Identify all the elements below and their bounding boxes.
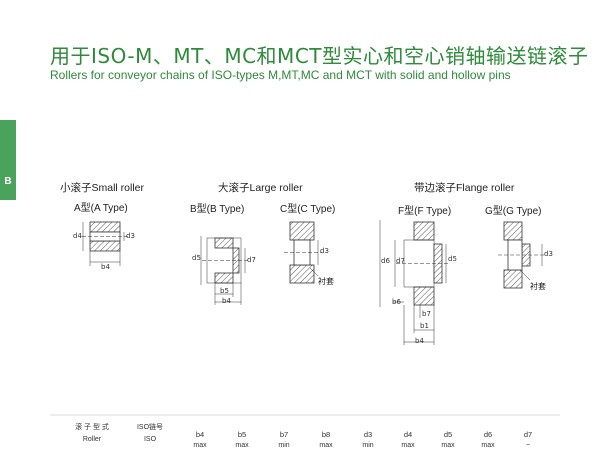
- dim-b1-f: b1: [420, 322, 429, 330]
- bushing-label-c: 衬套: [318, 277, 334, 286]
- table-col-d4: d4: [403, 430, 413, 439]
- type-f-label: F型(F Type): [398, 206, 452, 217]
- dim-b4-a: b4: [101, 263, 110, 271]
- table-col-b8: b8: [321, 430, 331, 439]
- table-col-b7: b7: [279, 430, 289, 439]
- table-col-d3-sub: min: [362, 442, 374, 449]
- dim-d5-b: d5: [192, 254, 201, 262]
- table-header-iso-en: ISO: [143, 436, 157, 443]
- table-col-d5: d5: [443, 430, 453, 439]
- dim-b7-f: b7: [422, 310, 431, 318]
- table-col-d7: d7: [523, 430, 533, 439]
- table-col-d7-sub: ~: [525, 442, 531, 449]
- table-col-b8-sub: max: [319, 442, 333, 449]
- dim-b4-b: b4: [222, 297, 231, 305]
- type-a-drawing: [82, 221, 128, 266]
- table-header-roller-en: Roller: [82, 436, 102, 443]
- dim-b4-f: b4: [415, 337, 424, 345]
- large-roller-heading: 大滚子Large roller: [218, 182, 303, 194]
- dim-d3-c: d3: [320, 247, 329, 255]
- type-b-drawing: [200, 236, 248, 305]
- small-roller-heading: 小滚子Small roller: [60, 182, 145, 194]
- table-col-b7-sub: min: [278, 442, 290, 449]
- dim-b5-b: b5: [220, 287, 229, 295]
- type-c-label: C型(C Type): [280, 204, 336, 215]
- dim-b6-f: b6: [392, 298, 401, 306]
- table-col-b4-sub: max: [193, 442, 207, 449]
- type-a-label: A型(A Type): [74, 203, 128, 214]
- flange-roller-heading: 带边滚子Flange roller: [414, 182, 515, 194]
- dim-d3-a: d3: [126, 232, 135, 240]
- table-col-b5: b5: [237, 430, 247, 439]
- type-b-label: B型(B Type): [190, 204, 245, 215]
- table-col-d4-sub: max: [401, 442, 415, 449]
- table-col-d3: d3: [363, 430, 373, 439]
- table-col-b5-sub: max: [235, 442, 249, 449]
- type-f-drawing: [379, 220, 450, 345]
- table-col-b4: b4: [195, 430, 205, 439]
- dim-d7-f: d7: [396, 257, 405, 265]
- bushing-label-g: 衬套: [530, 282, 546, 291]
- page-title-english: Rollers for conveyor chains of ISO-types…: [50, 68, 511, 82]
- section-tab-letter: B: [4, 176, 12, 187]
- type-c-drawing: [284, 221, 322, 284]
- table-col-d6: d6: [483, 430, 493, 439]
- type-g-drawing: [498, 221, 546, 289]
- dim-d4-a: d4: [73, 232, 82, 240]
- table-col-d6-sub: max: [481, 442, 495, 449]
- table-col-d5-sub: max: [441, 442, 455, 449]
- table-header-roller-cn: 滚 子 型 式: [75, 424, 109, 431]
- dim-d3-g: d3: [544, 250, 553, 258]
- type-g-label: G型(G Type): [485, 206, 542, 217]
- page-title-chinese: 用于ISO-M、MT、MC和MCT型实心和空心销轴输送链滚子: [50, 44, 589, 68]
- dim-d7-b: d7: [247, 256, 256, 264]
- dim-d5-f: d5: [448, 255, 457, 263]
- dim-d6-f: d6: [381, 257, 390, 265]
- table-header-iso-cn: ISO链号: [136, 424, 164, 431]
- section-tab: [0, 120, 16, 200]
